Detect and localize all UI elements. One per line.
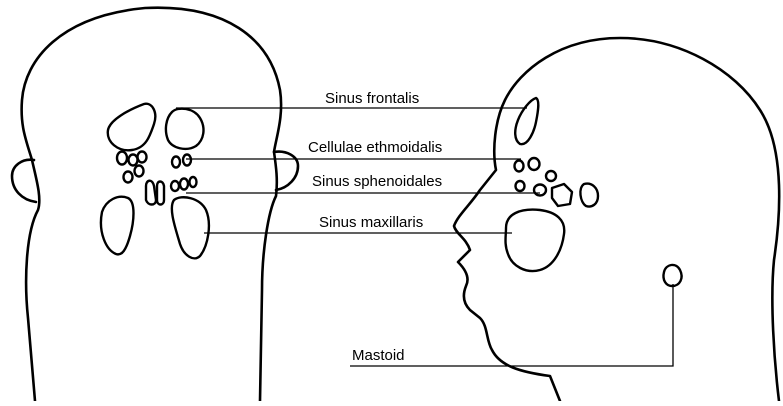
label-sinus-maxillaris: Sinus maxillaris [317,214,425,231]
front-maxillary-sinus-right [172,197,209,258]
front-sphenoid-sinus [157,182,164,205]
front-ethmoid-cell [129,155,138,166]
profile-ethmoid-cell [534,185,546,196]
profile-ethmoid-cell [515,161,524,172]
profile-ethmoid-cell [546,171,556,181]
front-ethmoid-cell [135,166,144,177]
label-mastoid: Mastoid [350,347,407,364]
front-ethmoid-cell [138,152,147,163]
front-ethmoid-cell [124,172,133,183]
profile-head-outline [454,38,779,401]
front-frontal-sinus-left [108,104,155,151]
front-ethmoid-cell [117,152,127,165]
front-frontal-sinus-right [166,109,204,149]
front-ethmoid-cell [183,155,191,166]
front-sphenoid-cell [171,181,179,191]
profile-frontal-sinus [515,98,538,144]
profile-ethmoid-cell [516,181,525,191]
profile-sphenoid-sinus [580,184,598,207]
profile-mastoid-process [663,265,681,286]
front-sphenoid-cell [180,179,188,190]
profile-ethmoid-cell [529,158,540,170]
front-sphenoid-sinus [146,181,156,205]
label-sinus-sphenoidales: Sinus sphenoidales [310,173,444,190]
front-ethmoid-cell [172,157,180,168]
front-maxillary-sinus-left [101,197,134,255]
label-sinus-frontalis: Sinus frontalis [323,90,421,107]
label-cellulae-ethmoidalis: Cellulae ethmoidalis [306,139,444,156]
front-sphenoid-cell [190,177,197,187]
profile-maxillary-sinus [506,210,565,271]
profile-sphenoid-sinus [552,184,572,206]
